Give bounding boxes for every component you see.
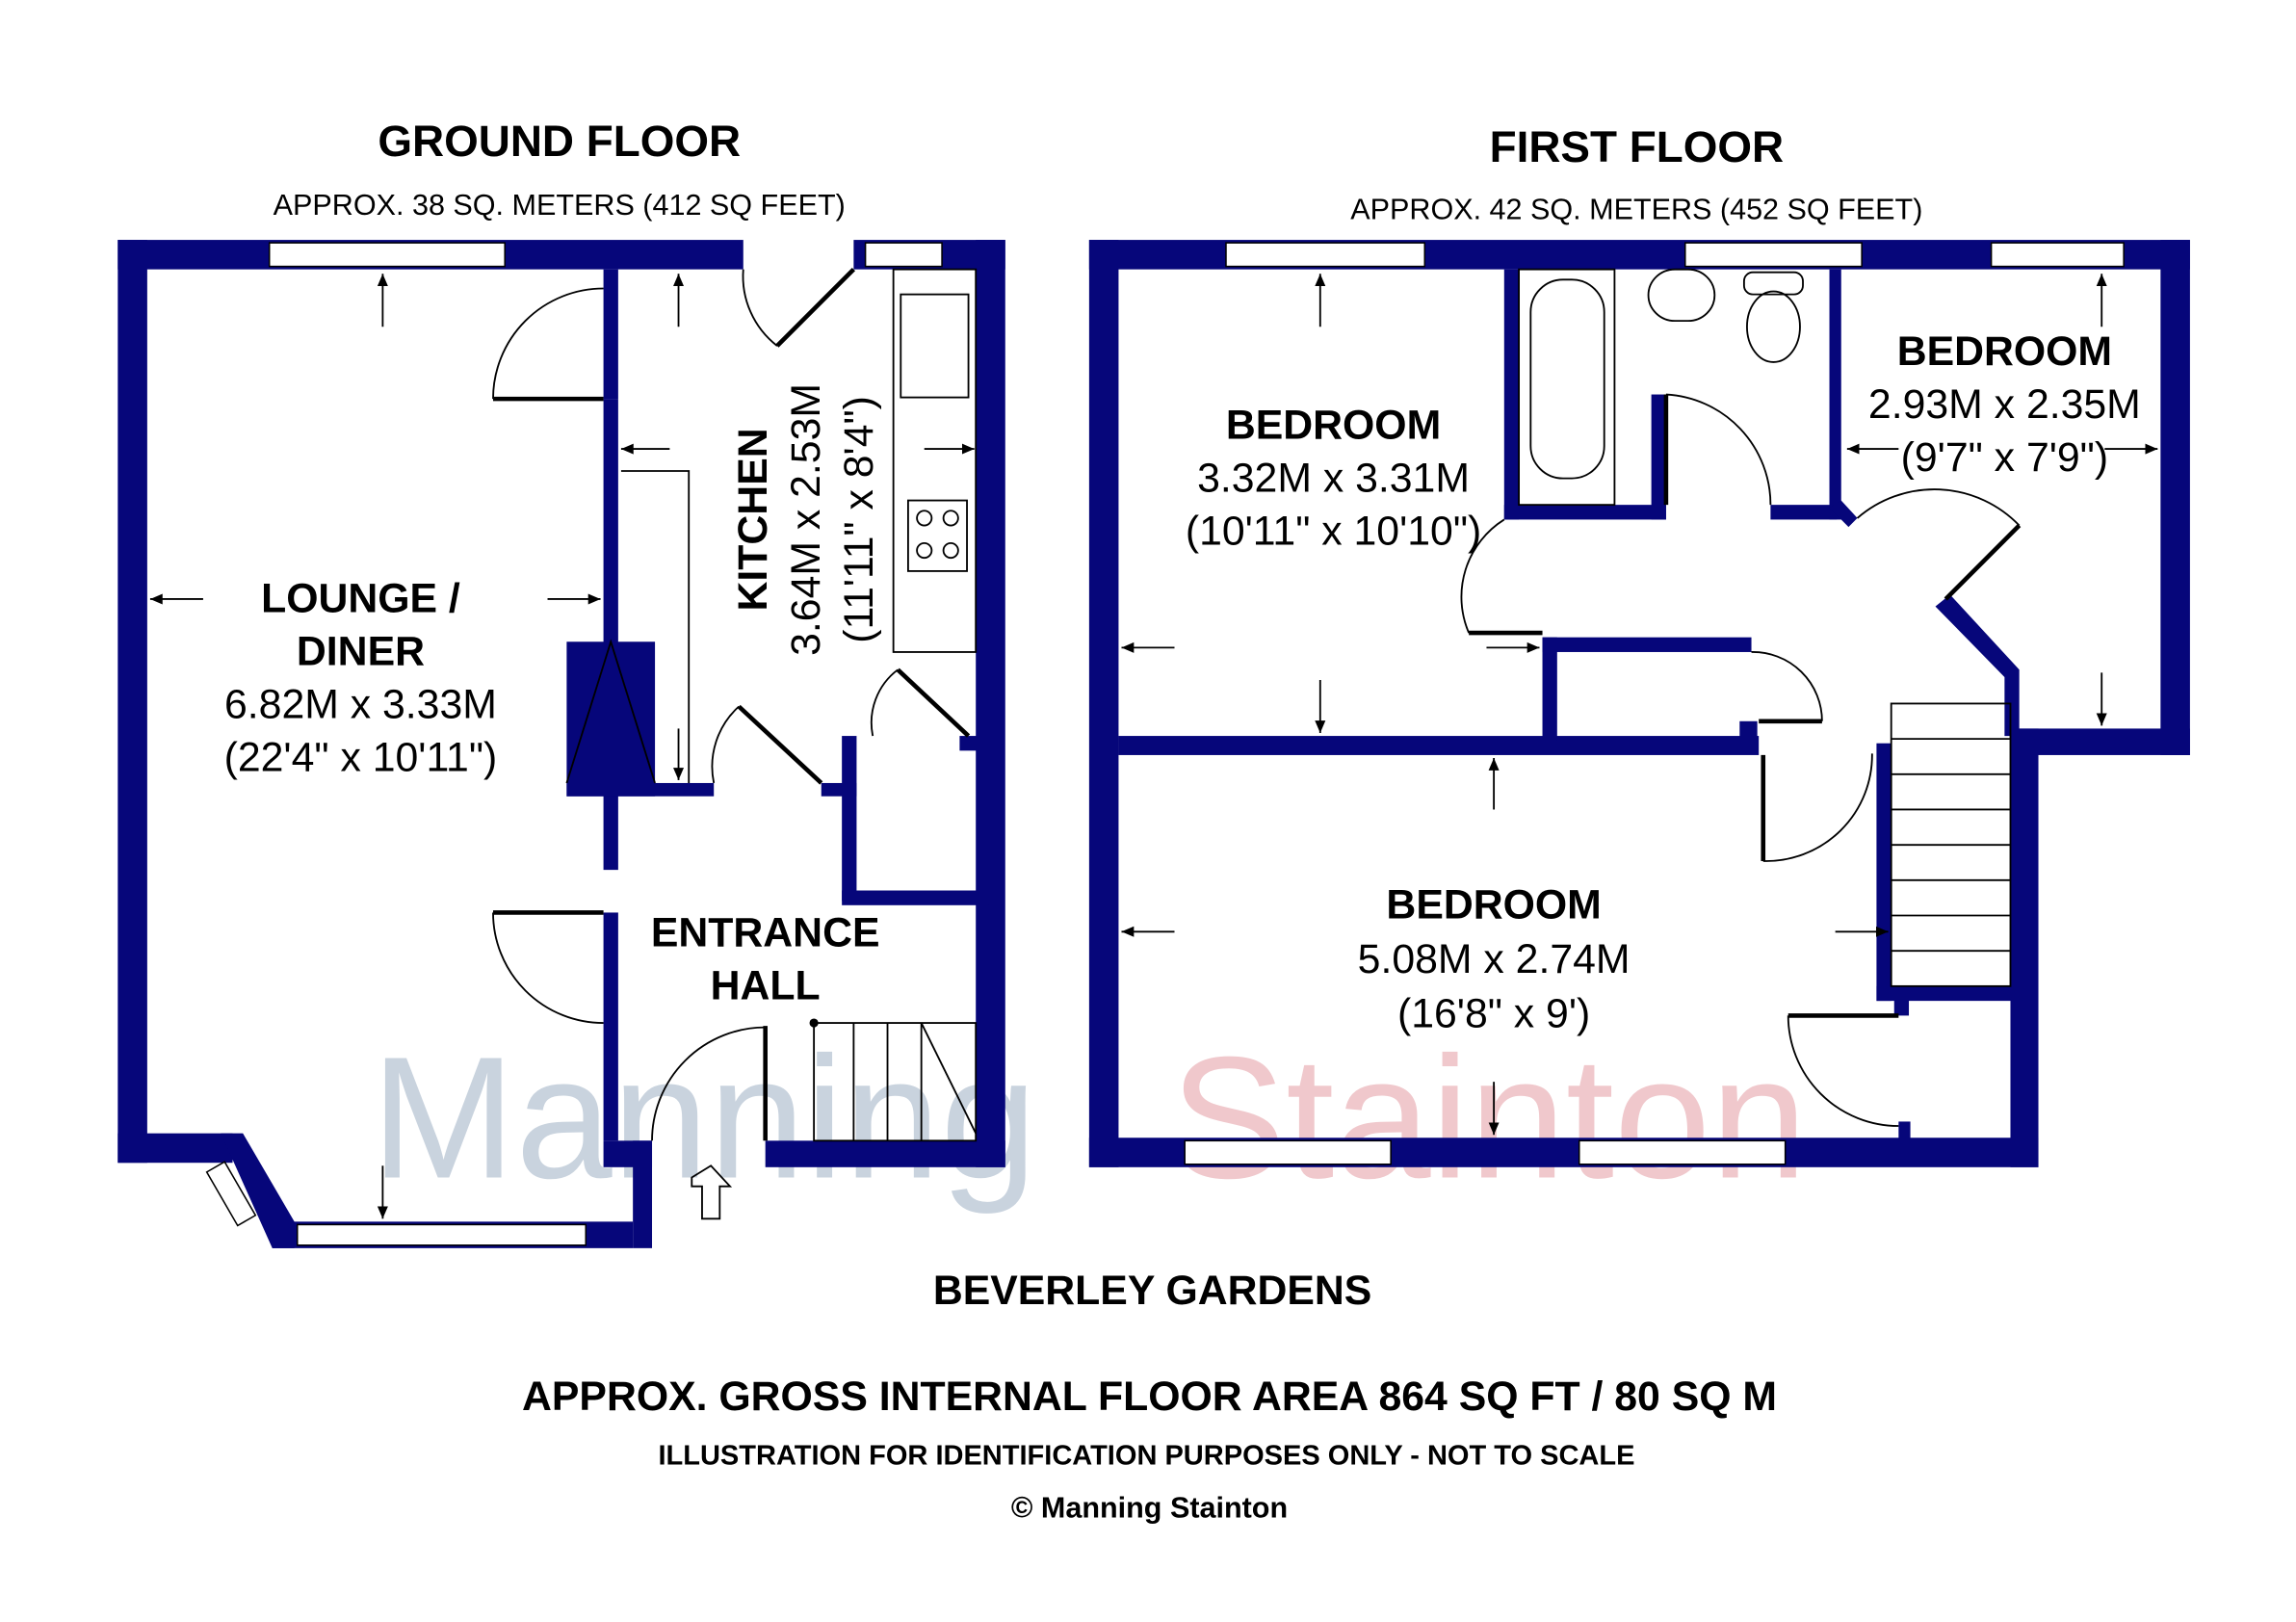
first-floor-fixtures bbox=[1460, 268, 2022, 1127]
address: BEVERLEY GARDENS bbox=[933, 1268, 1371, 1314]
ground-floor-title: GROUND FLOOR bbox=[378, 117, 741, 166]
first-floor-labels: FIRST FLOOR APPROX. 42 SQ. METERS (452 S… bbox=[1186, 122, 2141, 1037]
bedroom-2-metric: 2.93M x 2.35M bbox=[1868, 381, 2141, 428]
lounge-metric: 6.82M x 3.33M bbox=[224, 682, 497, 728]
ground-floor-fixtures bbox=[492, 268, 978, 1220]
bedroom-1-metric: 3.32M x 3.31M bbox=[1197, 455, 1470, 501]
ground-floor-area: APPROX. 38 SQ. METERS (412 SQ FEET) bbox=[274, 189, 846, 222]
ground-floor-walls bbox=[117, 240, 1005, 1248]
watermark: Manning Stainton bbox=[371, 1022, 1807, 1216]
entrance-arrow-icon bbox=[691, 1164, 733, 1220]
entrance-hall-name-1: ENTRANCE bbox=[651, 910, 880, 956]
bedroom-1-imperial: (10'11" x 10'10") bbox=[1186, 508, 1481, 554]
bedroom-2-name: BEDROOM bbox=[1897, 328, 2112, 375]
entrance-hall-name-2: HALL bbox=[711, 963, 821, 1009]
kitchen-imperial: (11'11" x 8'4") bbox=[836, 396, 882, 643]
copyright: © Manning Stainton bbox=[1011, 1492, 1288, 1525]
ground-floor-dimension-arrows bbox=[149, 274, 975, 1219]
first-floor-area: APPROX. 42 SQ. METERS (452 SQ FEET) bbox=[1350, 194, 1922, 226]
first-floor-walls bbox=[1088, 240, 2190, 1167]
footer: BEVERLEY GARDENS APPROX. GROSS INTERNAL … bbox=[522, 1268, 1777, 1525]
bedroom-2-imperial: (9'7" x 7'9") bbox=[1901, 434, 2108, 481]
bedroom-3-imperial: (16'8" x 9') bbox=[1397, 991, 1590, 1037]
disclaimer: ILLUSTRATION FOR IDENTIFICATION PURPOSES… bbox=[658, 1440, 1634, 1471]
kitchen-metric: 3.64M x 2.53M bbox=[783, 383, 829, 656]
bedroom-1-name: BEDROOM bbox=[1226, 402, 1441, 448]
stair-treads bbox=[1891, 738, 2011, 953]
lounge-imperial: (22'4" x 10'11") bbox=[224, 735, 498, 781]
kitchen-name: KITCHEN bbox=[730, 428, 776, 611]
bedroom-3-name: BEDROOM bbox=[1386, 882, 1601, 929]
ground-floor-labels: GROUND FLOOR APPROX. 38 SQ. METERS (412 … bbox=[224, 117, 883, 1009]
first-floor-dimension-arrows bbox=[1121, 274, 2158, 1136]
lounge-name-2: DINER bbox=[297, 629, 425, 675]
watermark-stainton: Stainton bbox=[1170, 1022, 1808, 1216]
bedroom-3-metric: 5.08M x 2.74M bbox=[1358, 936, 1631, 982]
gross-area: APPROX. GROSS INTERNAL FLOOR AREA 864 SQ… bbox=[522, 1373, 1777, 1420]
first-floor-title: FIRST FLOOR bbox=[1490, 122, 1785, 171]
watermark-manning: Manning bbox=[371, 1022, 1037, 1216]
lounge-name-1: LOUNGE / bbox=[261, 576, 460, 622]
